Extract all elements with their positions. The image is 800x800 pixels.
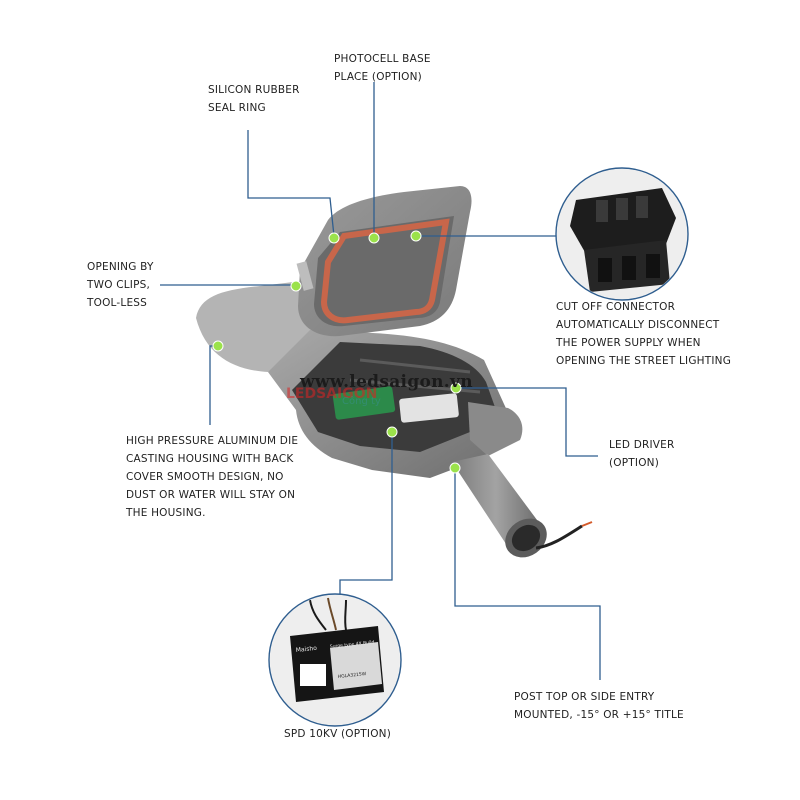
label-line: (OPTION) [609, 457, 660, 469]
label-line: TWO CLIPS, [87, 279, 151, 291]
label-housing: HIGH PRESSURE ALUMINUM DIE CASTING HOUSI… [126, 432, 298, 522]
label-line: THE HOUSING. [126, 507, 206, 519]
leader-driver [456, 387, 598, 457]
label-photocell: PHOTOCELL BASE PLACE (OPTION) [334, 50, 431, 86]
spd-model-text: HGLA3215W [338, 671, 367, 680]
label-driver: LED DRIVER (OPTION) [609, 436, 675, 472]
watermark-url: www.ledsaigon.vn [300, 372, 473, 392]
label-line: PHOTOCELL BASE [334, 53, 431, 65]
label-line: THE POWER SUPPLY WHEN [556, 337, 701, 349]
dot-seal-ring [328, 232, 340, 244]
label-clips: OPENING BY TWO CLIPS, TOOL-LESS [87, 258, 154, 312]
label-line: SPD 10KV (OPTION) [284, 728, 392, 740]
label-spd: SPD 10KV (OPTION) [284, 725, 391, 743]
dot-clips [290, 280, 302, 292]
label-line: POST TOP OR SIDE ENTRY [514, 691, 655, 703]
watermark-sub: Công ty [342, 396, 381, 407]
watermark-logo: LEDSAIGON [286, 386, 378, 402]
leader-lines [160, 82, 601, 680]
label-line: COVER SMOOTH DESIGN, NO [126, 471, 284, 483]
label-line: PLACE (OPTION) [334, 71, 422, 83]
dot-connector [410, 230, 422, 242]
dot-post [449, 462, 461, 474]
label-line: TOOL-LESS [87, 297, 148, 309]
label-line: DUST OR WATER WILL STAY ON [126, 489, 296, 501]
dot-driver [450, 382, 462, 394]
label-connector: CUT OFF CONNECTOR AUTOMATICALLY DISCONNE… [556, 298, 731, 370]
label-line: AUTOMATICALLY DISCONNECT [556, 319, 720, 331]
street-light-housing [196, 186, 593, 558]
dot-photocell [368, 232, 380, 244]
label-post: POST TOP OR SIDE ENTRY MOUNTED, -15° OR … [514, 688, 684, 724]
dot-housing [212, 340, 224, 352]
spd-inset: Maisho Surge type 4X Build HGLA3215W [268, 593, 402, 727]
cut-off-connector-inset [555, 167, 689, 301]
label-line: OPENING THE STREET LIGHTING [556, 355, 732, 367]
spd-brand-text: Maisho [295, 645, 317, 654]
callout-dots [212, 230, 462, 474]
spd-spec-text: Surge type 4X Build [330, 639, 375, 650]
label-line: OPENING BY [87, 261, 154, 273]
label-line: SILICON RUBBER [208, 84, 300, 96]
label-line: SEAL RING [208, 102, 266, 114]
label-line: CASTING HOUSING WITH BACK [126, 453, 294, 465]
label-line: CUT OFF CONNECTOR [556, 301, 676, 313]
label-line: HIGH PRESSURE ALUMINUM DIE [126, 435, 299, 447]
leader-spd [339, 432, 393, 596]
leader-seal-ring [247, 130, 335, 237]
label-line: LED DRIVER [609, 439, 675, 451]
label-seal-ring: SILICON RUBBER SEAL RING [208, 81, 300, 117]
leader-post [454, 470, 601, 680]
dot-spd [386, 426, 398, 438]
leader-housing [209, 345, 218, 425]
label-line: MOUNTED, -15° OR +15° TITLE [514, 709, 684, 721]
